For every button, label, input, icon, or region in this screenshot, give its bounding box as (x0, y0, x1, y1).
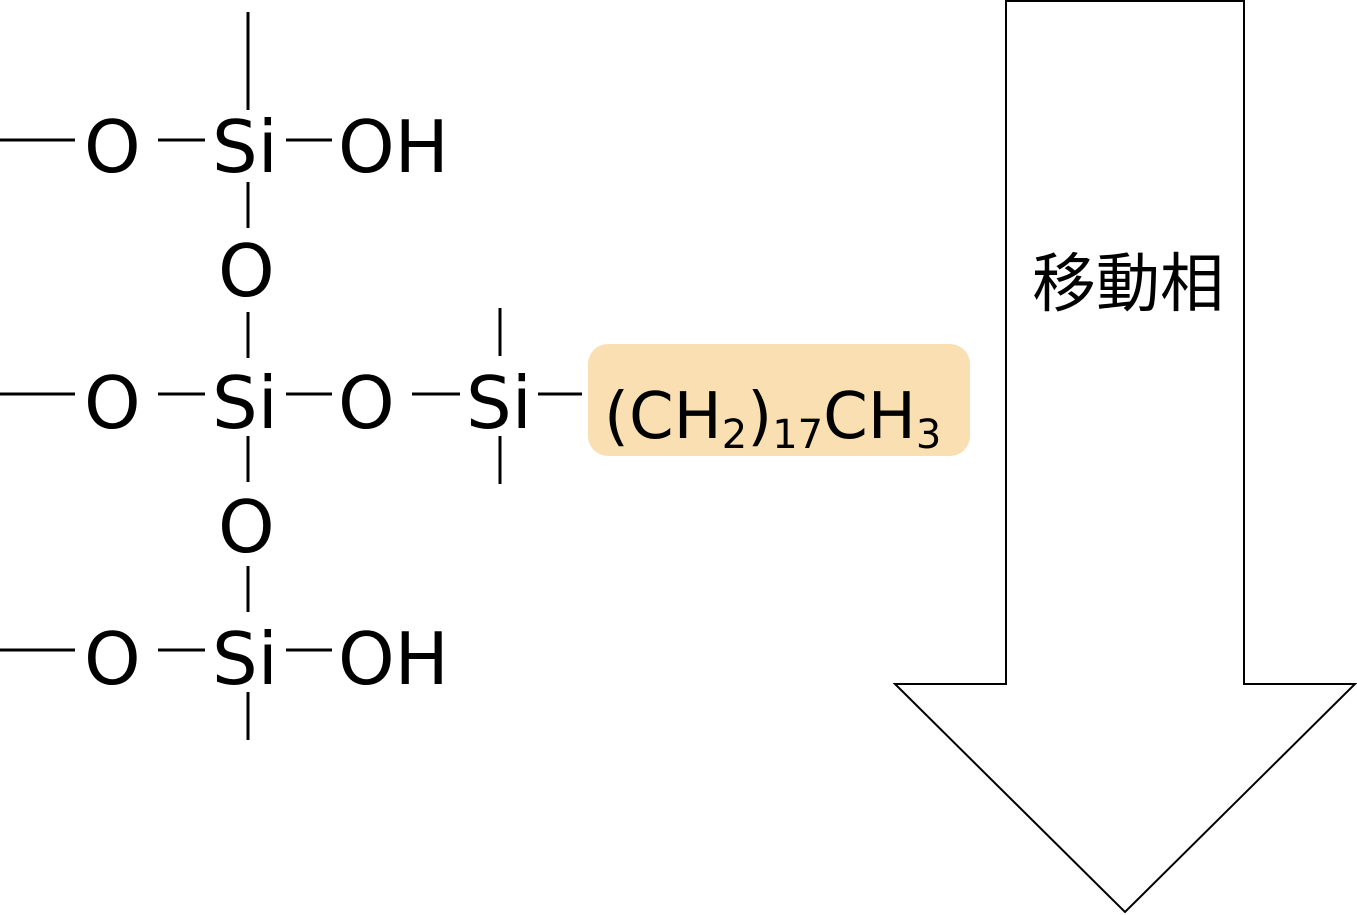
row1-oxygen-left: O (84, 105, 141, 189)
chain-close-paren: ) (747, 380, 772, 454)
row3-oxygen-left: O (84, 617, 141, 701)
chain-ch3-subscript: 3 (916, 412, 941, 458)
row1-hydroxyl: OH (338, 105, 449, 189)
link1-oxygen: O (218, 229, 275, 313)
link2-oxygen: O (218, 485, 275, 569)
alkyl-chain-formula: (CH2)17CH3 (604, 380, 941, 458)
chain-repeat-count: 17 (772, 412, 823, 458)
row2-silicon: Si (212, 361, 278, 445)
mobile-phase-arrow (892, 0, 1357, 914)
chain-ch3: CH (823, 380, 916, 454)
row3-silicon: Si (212, 617, 278, 701)
row2-oxygen-bridge: O (338, 361, 395, 445)
mobile-phase-label: 移動相 (1032, 248, 1224, 322)
row3-hydroxyl: OH (338, 617, 449, 701)
row2-oxygen-left: O (84, 361, 141, 445)
chain-ch2-subscript: 2 (722, 412, 747, 458)
row2-silicon-2: Si (466, 361, 532, 445)
row1-silicon: Si (212, 105, 278, 189)
chain-ch2: CH (629, 380, 722, 454)
chain-open-paren: ( (604, 380, 629, 454)
chain-highlight (588, 344, 970, 456)
